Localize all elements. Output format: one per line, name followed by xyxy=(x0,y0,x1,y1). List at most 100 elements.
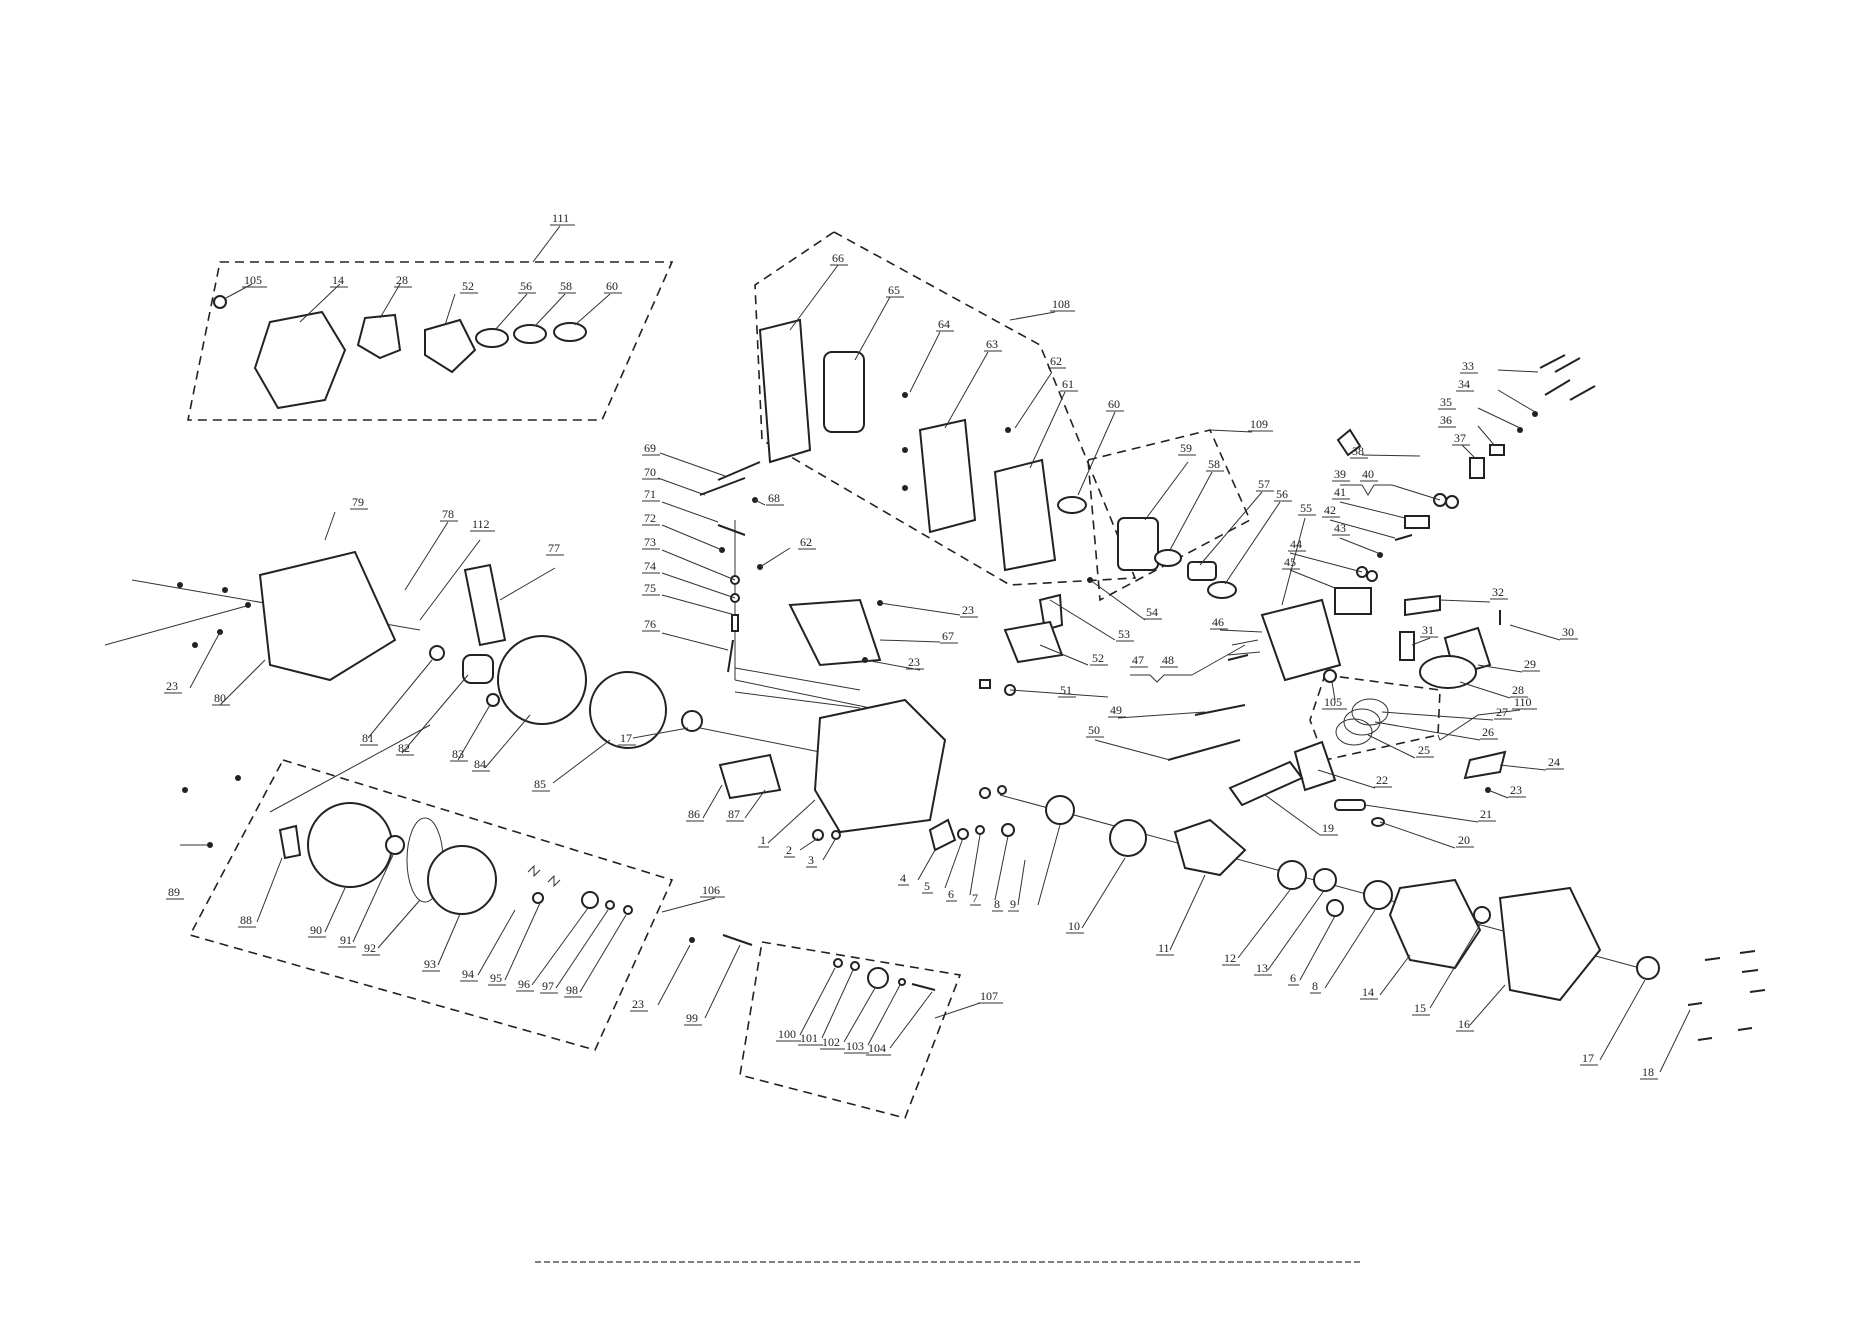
callout-87: 87 xyxy=(728,807,740,821)
callout-15: 15 xyxy=(1414,1001,1426,1015)
callout-53: 53 xyxy=(1118,627,1130,641)
part-65-filter-element xyxy=(823,351,865,433)
callout-57: 57 xyxy=(1258,477,1270,491)
callout-14b: 14 xyxy=(1362,985,1374,999)
part-56-gasket xyxy=(1207,581,1237,599)
callout-89: 89 xyxy=(168,885,180,899)
part-6-washer xyxy=(1326,899,1344,917)
callout-17a: 17 xyxy=(620,731,632,745)
callout-5: 5 xyxy=(924,879,930,893)
crank-train xyxy=(928,760,1766,1041)
callout-6b: 6 xyxy=(1290,971,1296,985)
part-90-recoil-housing xyxy=(307,802,393,888)
engine-left-side xyxy=(177,550,947,841)
callout-46: 46 xyxy=(1212,615,1224,629)
cylinder-head-area xyxy=(1227,587,1507,827)
callout-86: 86 xyxy=(688,807,700,821)
part-84-flywheel xyxy=(497,635,587,725)
callout-80: 80 xyxy=(214,691,226,705)
callout-83: 83 xyxy=(452,747,464,761)
part-18-bolts xyxy=(1687,950,1766,1041)
part-38-spark-plug xyxy=(1336,428,1362,457)
callout-92: 92 xyxy=(364,941,376,955)
callout-44: 44 xyxy=(1290,537,1302,551)
part-63-filter-case xyxy=(918,418,977,534)
group-outline-110 xyxy=(1309,674,1441,761)
callout-96: 96 xyxy=(518,977,530,991)
callout-60a: 60 xyxy=(606,279,618,293)
callout-102: 102 xyxy=(822,1035,840,1049)
callout-4: 4 xyxy=(900,871,906,885)
callout-24: 24 xyxy=(1548,755,1560,769)
callout-2: 2 xyxy=(786,843,792,857)
group-106-recoil-starter xyxy=(182,775,633,915)
callout-74: 74 xyxy=(644,559,656,573)
callout-43: 43 xyxy=(1334,521,1346,535)
callout-69: 69 xyxy=(644,441,656,455)
part-17-oil-seal xyxy=(681,710,703,732)
callout-91: 91 xyxy=(340,933,352,947)
callout-108: 108 xyxy=(1052,297,1070,311)
callout-16: 16 xyxy=(1458,1017,1470,1031)
valve-train xyxy=(1336,354,1596,625)
part-32-push-rod-guide xyxy=(1404,594,1441,617)
callout-103: 103 xyxy=(846,1039,864,1053)
callout-17b: 17 xyxy=(1582,1051,1594,1065)
group-outline-107 xyxy=(739,941,962,1119)
part-10-camshaft-gear xyxy=(1109,819,1147,857)
callout-98: 98 xyxy=(566,983,578,997)
part-81-nut xyxy=(429,645,445,661)
callout-60b: 60 xyxy=(1108,397,1120,411)
callout-77: 77 xyxy=(548,541,560,555)
callout-90: 90 xyxy=(310,923,322,937)
callout-62a: 62 xyxy=(1050,354,1062,368)
part-15-breather xyxy=(1473,906,1491,924)
callout-68: 68 xyxy=(768,491,780,505)
part-46-cylinder-head xyxy=(1260,598,1342,682)
part-1-crankcase xyxy=(813,698,947,834)
callout-107: 107 xyxy=(980,989,998,1003)
part-60-flange xyxy=(1057,496,1087,514)
callout-111: 111 xyxy=(552,211,569,225)
callout-22: 22 xyxy=(1376,773,1388,787)
part-13-bearing xyxy=(1313,868,1337,892)
callout-112: 112 xyxy=(472,517,490,531)
part-11-crankshaft xyxy=(1173,818,1247,877)
callout-25: 25 xyxy=(1418,743,1430,757)
callout-59: 59 xyxy=(1180,441,1192,455)
part-88-handle xyxy=(278,824,302,860)
callout-58a: 58 xyxy=(560,279,572,293)
part-16-crankcase-cover xyxy=(1498,886,1602,1002)
callout-52b: 52 xyxy=(1092,651,1104,665)
callout-48: 48 xyxy=(1162,653,1174,667)
part-67-shroud xyxy=(788,598,882,667)
part-9-gear xyxy=(1045,795,1075,825)
part-85-flywheel-hub xyxy=(589,671,667,749)
group-outline-106 xyxy=(188,759,674,1051)
callout-36: 36 xyxy=(1440,413,1452,427)
part-83-washer xyxy=(486,693,500,707)
part-8-bearing xyxy=(1363,880,1393,910)
callout-65: 65 xyxy=(888,283,900,297)
callout-79: 79 xyxy=(352,495,364,509)
part-52-gasket xyxy=(424,318,477,374)
callout-30: 30 xyxy=(1562,625,1574,639)
callout-19: 19 xyxy=(1322,821,1334,835)
callout-13: 13 xyxy=(1256,961,1268,975)
part-93-reel xyxy=(427,845,497,915)
callout-63: 63 xyxy=(986,337,998,351)
callout-39: 39 xyxy=(1334,467,1346,481)
callout-31: 31 xyxy=(1422,623,1434,637)
part-31-rod xyxy=(1399,631,1415,661)
callout-99: 99 xyxy=(686,1011,698,1025)
part-80-fan-cover xyxy=(258,550,397,682)
callout-35: 35 xyxy=(1440,395,1452,409)
callout-106: 106 xyxy=(702,883,720,897)
part-66-filter-cover xyxy=(758,318,812,464)
callout-58b: 58 xyxy=(1208,457,1220,471)
callout-8b: 8 xyxy=(1312,979,1318,993)
part-45-bracket xyxy=(1334,587,1372,615)
callout-88: 88 xyxy=(240,913,252,927)
